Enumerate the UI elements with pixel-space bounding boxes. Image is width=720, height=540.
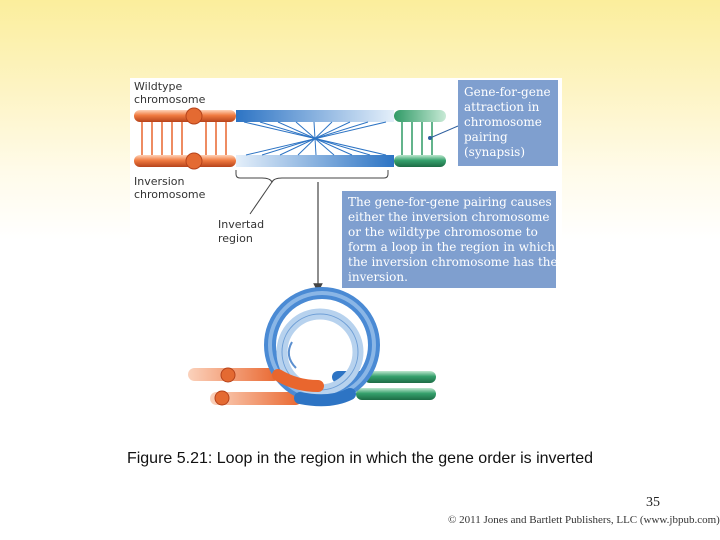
inversion-loop-illustration <box>188 287 436 407</box>
callout-loop-line3: or the wildtype chromosome to <box>348 225 538 239</box>
inverted-region-label-line1: Invertad <box>218 218 264 231</box>
inversion-label-line2: chromosome <box>134 188 206 201</box>
callout-synapsis: Gene-for-gene attraction in chromosome p… <box>428 80 558 166</box>
callout-loop-line5: the inversion chromosome has the <box>348 255 558 269</box>
callout-loop-formation: The gene-for-gene pairing causes either … <box>342 191 558 288</box>
inversion-label-line1: Inversion <box>134 175 185 188</box>
callout-loop-line1: The gene-for-gene pairing causes <box>348 195 552 209</box>
callout-loop-line6: inversion. <box>348 270 408 284</box>
pairing-lines <box>141 121 433 156</box>
inversion-chromosome <box>134 152 446 170</box>
wildtype-label-line1: Wildtype <box>134 80 183 93</box>
copyright-notice: © 2011 Jones and Bartlett Publishers, LL… <box>448 514 720 526</box>
callout-synapsis-line1: Gene-for-gene <box>464 85 551 99</box>
callout-synapsis-line3: chromosome <box>464 115 542 129</box>
wildtype-label-line2: chromosome <box>134 93 206 106</box>
callout-synapsis-line5: (synapsis) <box>464 145 525 159</box>
callout-loop-line4: form a loop in the region in which <box>348 240 555 254</box>
wildtype-chromosome <box>134 107 446 125</box>
callout-synapsis-line4: pairing <box>464 130 508 144</box>
callout-loop-line2: either the inversion chromosome <box>348 210 549 224</box>
inverted-region-pointer <box>249 181 273 215</box>
slide-number: 35 <box>646 495 660 510</box>
inverted-region-label-line2: region <box>218 232 253 245</box>
figure-caption: Figure 5.21: Loop in the region in which… <box>126 450 594 467</box>
callout-synapsis-line2: attraction in <box>464 100 540 114</box>
